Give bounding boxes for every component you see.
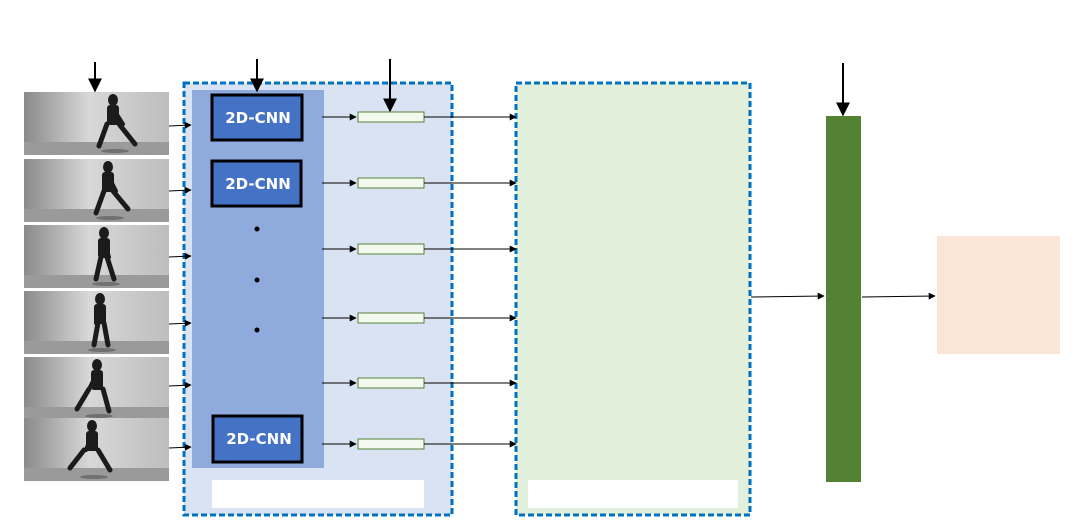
input-frame (24, 159, 169, 222)
input-frame (24, 92, 169, 155)
cnn-block-1 (210, 93, 304, 142)
feature-row (322, 243, 517, 255)
ellipsis-dot (254, 277, 260, 283)
frame-arrow (168, 252, 192, 260)
frame-arrow (168, 121, 192, 129)
frame-to-cnn-arrows (168, 121, 192, 451)
input-frame (24, 418, 169, 481)
dense-layer-bar (826, 116, 861, 482)
cnn-block-2 (210, 159, 303, 208)
sequence-to-dense-arrow (750, 292, 825, 300)
cnn-block-1-label: 2D-CNN (225, 109, 291, 127)
feature-vector (357, 438, 425, 450)
cnn-block-3-label: 2D-CNN (226, 430, 292, 448)
frame-arrow (168, 381, 192, 389)
sequence-panel-caption-box (528, 480, 738, 508)
feature-panel-caption-box (212, 480, 424, 508)
feature-vector (357, 177, 425, 189)
ellipsis-dot (254, 226, 260, 232)
input-frame (24, 291, 169, 354)
cnn-block-3 (211, 414, 304, 464)
input-frames (24, 92, 169, 481)
feature-vector (357, 243, 425, 255)
input-frame (24, 225, 169, 288)
sequence-model-panel (514, 81, 752, 517)
frame-arrow (168, 443, 192, 451)
feature-row (322, 111, 517, 123)
feature-row (322, 438, 517, 450)
dense-to-output-arrow (861, 292, 936, 300)
output-box (937, 236, 1060, 354)
ellipsis-dot (254, 327, 260, 333)
frame-arrow (168, 319, 192, 327)
feature-vector (357, 377, 425, 389)
feature-row (322, 377, 517, 389)
feature-row (322, 177, 517, 189)
feature-row (322, 312, 517, 324)
feature-vector-rows (322, 111, 517, 450)
frame-arrow (168, 186, 192, 194)
input-frame (24, 357, 169, 420)
feature-vector (357, 111, 425, 123)
cnn-block-2-label: 2D-CNN (225, 175, 291, 193)
feature-vector (357, 312, 425, 324)
